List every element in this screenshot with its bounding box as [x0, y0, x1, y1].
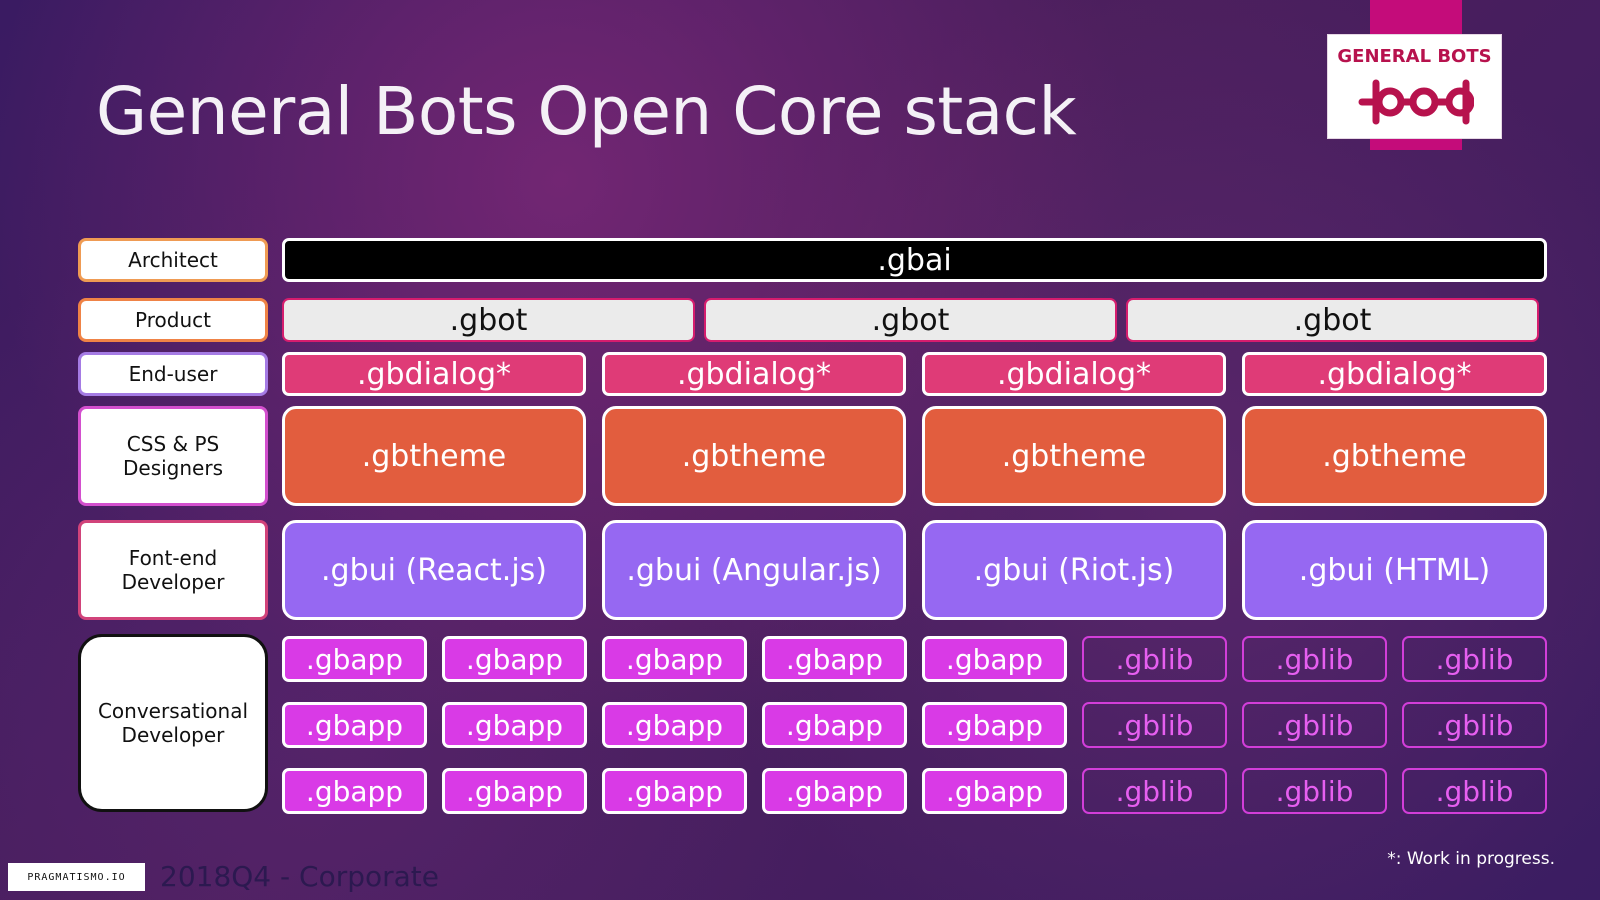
gblib-block: .gblib	[1082, 768, 1227, 814]
gbapp-block: .gbapp	[602, 768, 747, 814]
logo-text: GENERAL BOTS	[1337, 46, 1492, 67]
gbot-block: .gbot	[1126, 298, 1539, 342]
gbui-riot-block: .gbui (Riot.js)	[922, 520, 1226, 620]
gbai-block: .gbai	[282, 238, 1547, 282]
gbapp-block: .gbapp	[762, 702, 907, 748]
role-frontend-developer: Font-end Developer	[78, 520, 268, 620]
logo-card: GENERAL BOTS	[1327, 34, 1502, 139]
gblib-block: .gblib	[1242, 636, 1387, 682]
gbtheme-block: .gbtheme	[602, 406, 906, 506]
footer-text: 2018Q4 - Corporate	[160, 860, 439, 893]
role-end-user: End-user	[78, 352, 268, 396]
gbdialog-block: .gbdialog*	[282, 352, 586, 396]
gbapp-block: .gbapp	[602, 702, 747, 748]
gbui-angular-block: .gbui (Angular.js)	[602, 520, 906, 620]
gbapp-block: .gbapp	[762, 768, 907, 814]
gbapp-block: .gbapp	[442, 636, 587, 682]
role-architect: Architect	[78, 238, 268, 282]
gbdialog-block: .gbdialog*	[922, 352, 1226, 396]
footnote: *: Work in progress.	[1387, 849, 1555, 869]
gblib-block: .gblib	[1402, 702, 1547, 748]
gblib-block: .gblib	[1242, 702, 1387, 748]
gbapp-block: .gbapp	[282, 768, 427, 814]
gbapp-block: .gbapp	[282, 636, 427, 682]
gblib-block: .gblib	[1082, 702, 1227, 748]
gbtheme-block: .gbtheme	[1242, 406, 1547, 506]
role-conversational-developer: Conversational Developer	[78, 634, 268, 812]
gbapp-block: .gbapp	[442, 768, 587, 814]
gbapp-block: .gbapp	[602, 636, 747, 682]
footer-badge: PRAGMATISMO.IO	[8, 863, 145, 891]
gbui-react-block: .gbui (React.js)	[282, 520, 586, 620]
gbapp-block: .gbapp	[922, 702, 1067, 748]
role-css-designers: CSS & PS Designers	[78, 406, 268, 506]
gbdialog-block: .gbdialog*	[602, 352, 906, 396]
gblib-block: .gblib	[1402, 768, 1547, 814]
gbapp-block: .gbapp	[442, 702, 587, 748]
gbui-html-block: .gbui (HTML)	[1242, 520, 1547, 620]
gbot-block: .gbot	[282, 298, 695, 342]
gbdialog-block: .gbdialog*	[1242, 352, 1547, 396]
gbot-block: .gbot	[704, 298, 1117, 342]
gblib-block: .gblib	[1082, 636, 1227, 682]
gear-logo-icon	[1358, 79, 1474, 125]
gbtheme-block: .gbtheme	[922, 406, 1226, 506]
gbapp-block: .gbapp	[922, 768, 1067, 814]
gbapp-block: .gbapp	[922, 636, 1067, 682]
page-title: General Bots Open Core stack	[96, 73, 1077, 150]
gbapp-block: .gbapp	[762, 636, 907, 682]
gblib-block: .gblib	[1242, 768, 1387, 814]
gbapp-block: .gbapp	[282, 702, 427, 748]
role-product: Product	[78, 298, 268, 342]
gblib-block: .gblib	[1402, 636, 1547, 682]
gbtheme-block: .gbtheme	[282, 406, 586, 506]
